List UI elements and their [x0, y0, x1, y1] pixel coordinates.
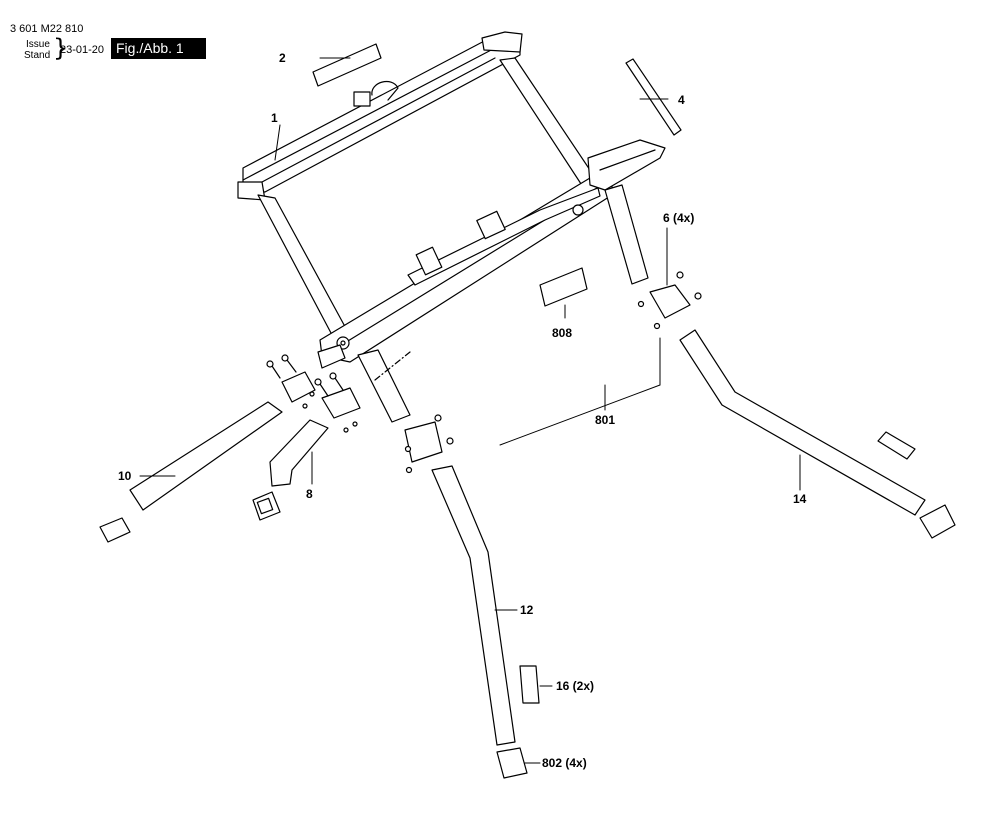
- label-right-small: [877, 431, 916, 460]
- foot-right: [919, 504, 956, 539]
- callout-2: 2: [279, 51, 286, 65]
- label-part-2: [312, 43, 382, 87]
- frame-part-1: [237, 31, 666, 423]
- leg-part-12: [431, 465, 516, 746]
- cap-part-8: [252, 491, 281, 521]
- label-part-16: [519, 665, 540, 704]
- foot-bottom: [496, 747, 528, 779]
- leg-part-14: [679, 329, 926, 516]
- label-part-4: [625, 58, 682, 136]
- callout-1: 1: [271, 111, 278, 125]
- callout-801: 801: [595, 413, 615, 427]
- figure-label: Fig./Abb. 1: [111, 38, 206, 59]
- part-number: 3 601 M22 810: [10, 23, 84, 35]
- left-brackets: [281, 284, 691, 463]
- issue-date: 23-01-20: [60, 44, 105, 56]
- brace-glyph: }: [53, 34, 69, 62]
- leader-lines: [139, 57, 801, 764]
- foot-left: [99, 517, 131, 543]
- callout-808: 808: [552, 326, 572, 340]
- callout-4: 4: [678, 93, 685, 107]
- label-part-808: [539, 267, 588, 307]
- leg-part-10: [129, 401, 283, 511]
- callout-802: 802 (4x): [542, 756, 587, 770]
- callout-14: 14: [793, 492, 807, 506]
- stand-label: Stand: [24, 50, 51, 61]
- callout-16: 16 (2x): [556, 679, 594, 693]
- leg-part-8: [269, 419, 329, 487]
- callout-12: 12: [520, 603, 534, 617]
- screws: [266, 271, 702, 474]
- issue-label: Issue: [26, 39, 50, 50]
- callout-8: 8: [306, 487, 313, 501]
- callout-6: 6 (4x): [663, 211, 694, 225]
- callout-10: 10: [118, 469, 132, 483]
